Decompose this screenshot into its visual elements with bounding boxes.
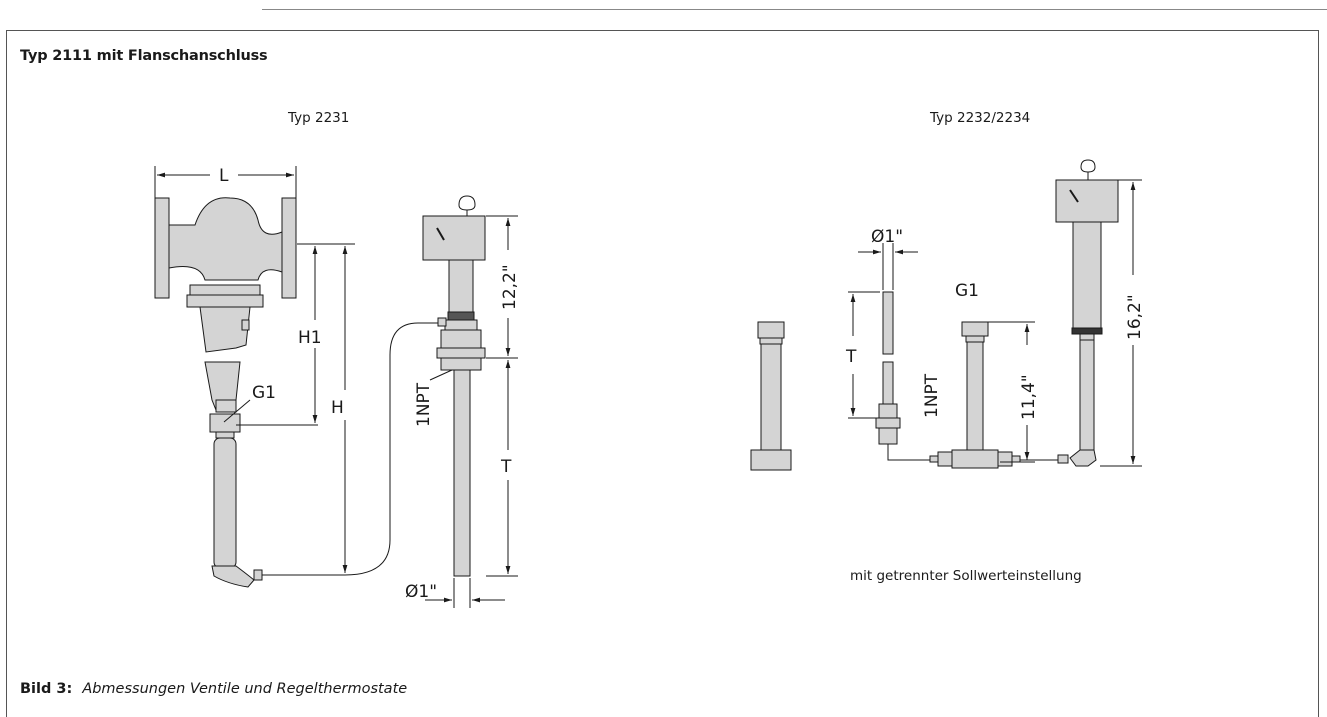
dim-16-2: 16,2"	[1125, 294, 1145, 340]
dim-11-4: 11,4"	[1019, 374, 1039, 420]
dim-dia-left: Ø1"	[405, 582, 437, 602]
setpoint-2234	[750, 321, 1021, 471]
dim-L: L	[219, 166, 229, 186]
caption-label: Bild 3:	[20, 681, 73, 697]
right-subtitle: Typ 2232/2234	[930, 110, 1031, 126]
left-subtitle: Typ 2231	[288, 110, 350, 126]
label-1npt-left: 1NPT	[414, 382, 434, 427]
dim-12-2: 12,2"	[500, 264, 520, 310]
sensor-2232	[875, 291, 901, 445]
remote-thermostat	[961, 159, 1119, 467]
label-1npt-right: 1NPT	[922, 373, 942, 418]
label-G1-left: G1	[252, 383, 276, 403]
right-labels: Ø1" T G1 1NPT 11,4" 16,2"	[845, 227, 1145, 420]
dim-T-right: T	[845, 347, 857, 367]
caption-text: Abmessungen Ventile und Regelthermostate	[82, 681, 408, 697]
dim-H: H	[331, 398, 344, 418]
right-dimensions	[848, 179, 1142, 467]
top-rule	[262, 9, 1327, 10]
left-labels: L H1 H G1 1NPT 12,2" T Ø1"	[219, 166, 520, 602]
label-G1-right: G1	[955, 281, 979, 301]
left-dimensions	[154, 166, 518, 608]
dim-H1: H1	[298, 328, 322, 348]
dim-dia-right: Ø1"	[871, 227, 903, 247]
figure-frame	[6, 30, 1319, 717]
valve-2231	[154, 197, 297, 588]
thermostat-2231	[422, 195, 486, 577]
right-note: mit getrennter Sollwerteinstellung	[850, 568, 1082, 584]
figure-heading: Typ 2111 mit Flanschanschluss	[20, 48, 268, 64]
capillary-line	[262, 322, 440, 576]
figure-caption: Bild 3: Abmessungen Ventile und Regelther…	[20, 681, 407, 697]
dim-T-left: T	[500, 457, 512, 477]
